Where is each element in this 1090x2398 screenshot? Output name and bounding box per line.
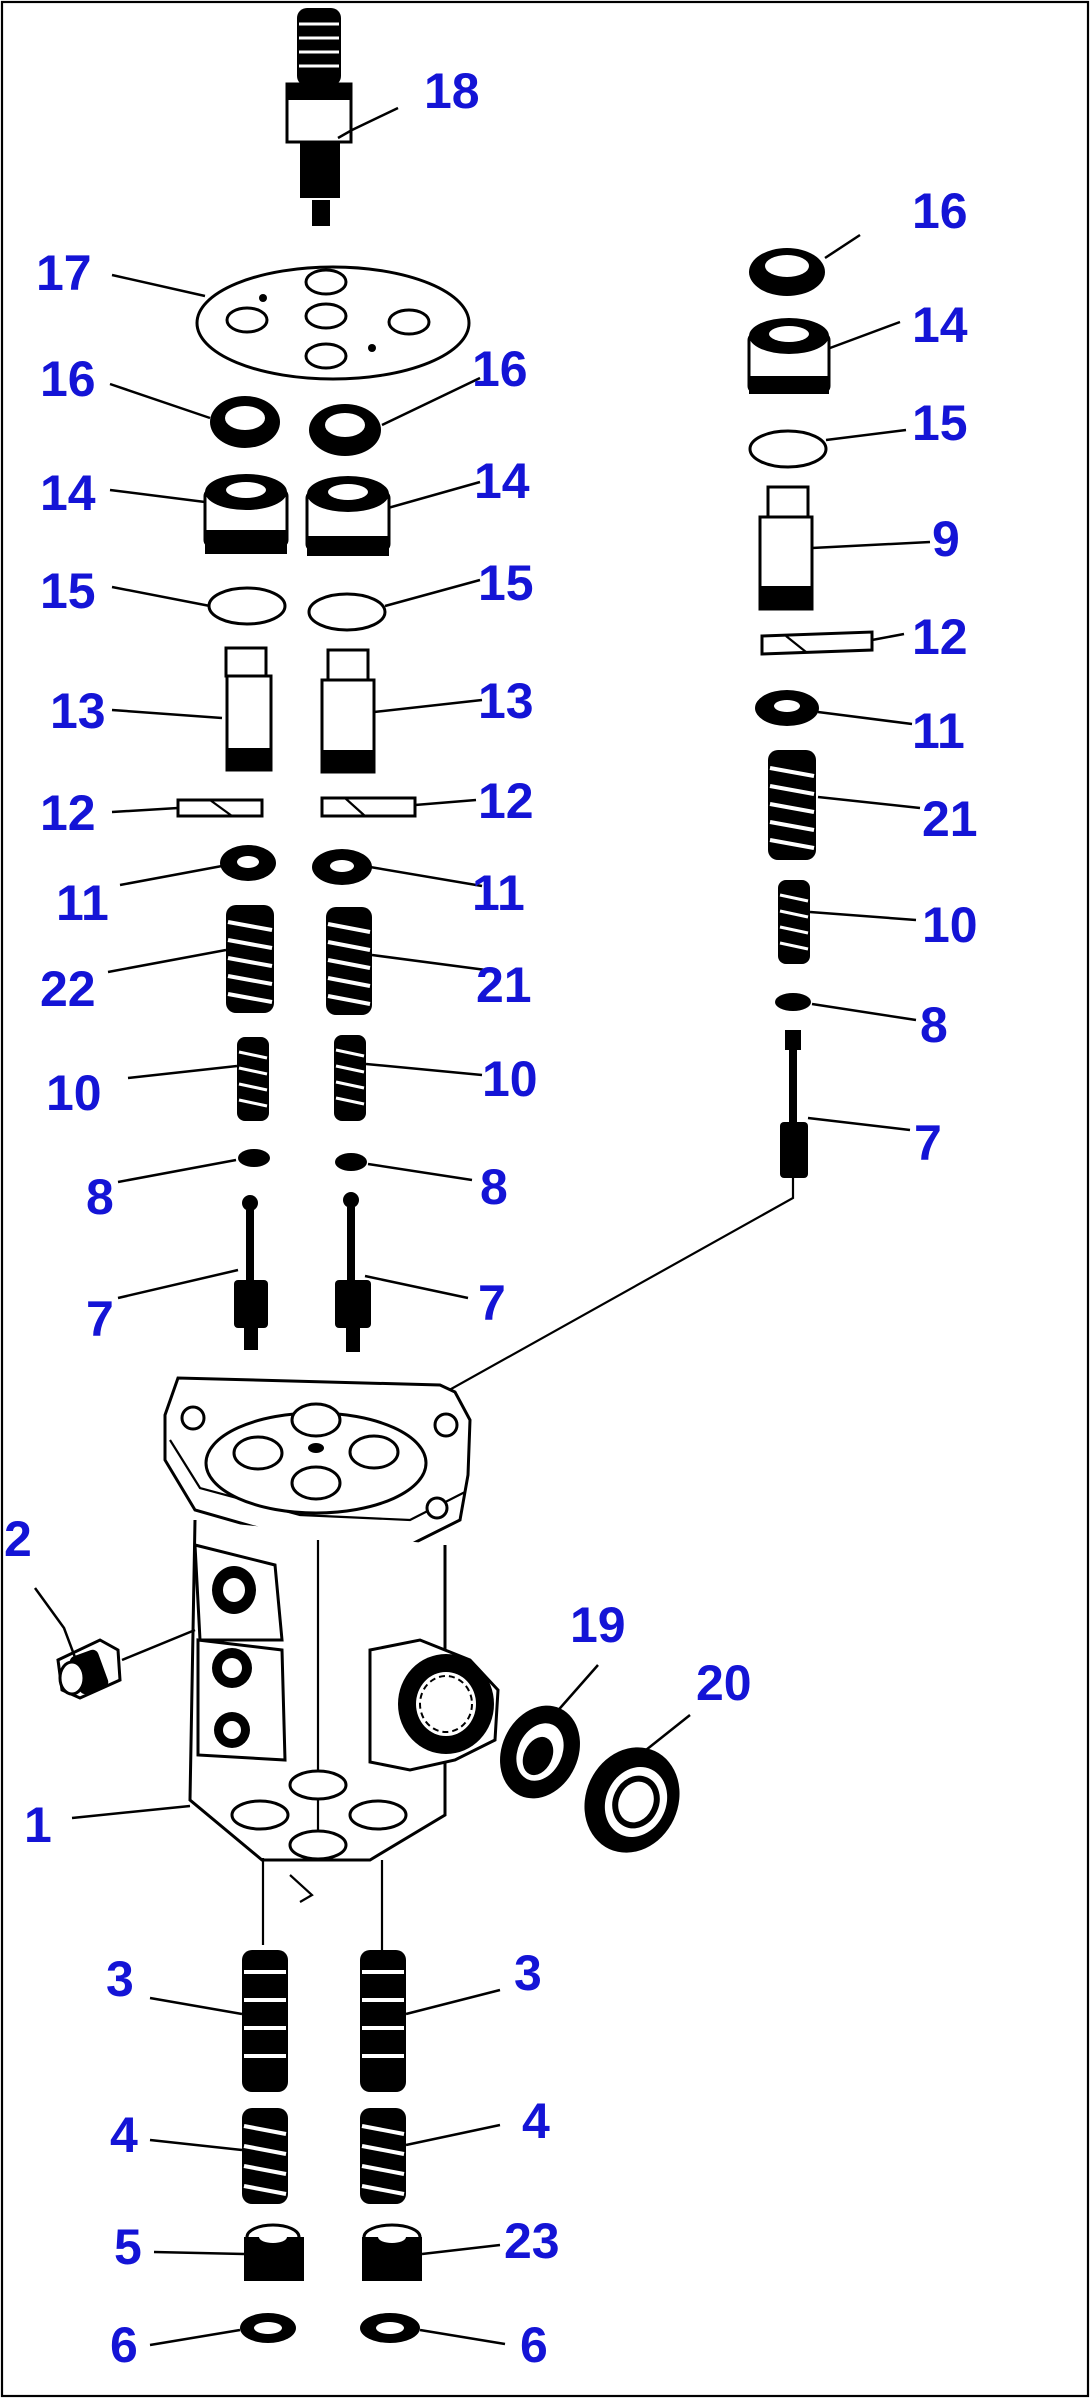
part-16-right — [749, 248, 825, 296]
label-12-left: 12 — [40, 785, 96, 841]
part-13-mid — [320, 648, 376, 774]
label-11-right: 11 — [912, 703, 965, 759]
part-12-left — [176, 798, 264, 818]
part-6-right-washer — [360, 2313, 420, 2343]
label-8-left: 8 — [86, 1169, 114, 1225]
label-8-mid: 8 — [480, 1159, 508, 1215]
part-9-sleeve — [758, 485, 814, 611]
part-8-mid — [335, 1153, 367, 1171]
label-16-mid: 16 — [472, 341, 528, 397]
label-7-mid: 7 — [478, 1275, 506, 1331]
part-7-mid — [335, 1192, 371, 1352]
label-20: 20 — [696, 1655, 752, 1711]
label-21-mid: 21 — [476, 957, 532, 1013]
part-14-mid — [305, 476, 391, 556]
part-19-seal — [500, 1705, 580, 1799]
part-22-spring — [226, 905, 274, 1013]
part-21-right-spring — [768, 750, 816, 860]
part-8-right — [775, 993, 811, 1011]
label-14-right: 14 — [912, 297, 968, 353]
label-15-left: 15 — [40, 563, 96, 619]
part-11-left — [220, 845, 276, 881]
part-13-left — [224, 646, 273, 772]
label-14-left: 14 — [40, 465, 96, 521]
label-11-left: 11 — [56, 875, 109, 931]
label-8-right: 8 — [920, 997, 948, 1053]
part-17-plate — [195, 265, 471, 381]
part-21-mid-spring — [326, 907, 372, 1015]
label-18: 18 — [424, 63, 480, 119]
label-19: 19 — [570, 1597, 626, 1653]
label-23: 23 — [504, 2213, 560, 2269]
part-11-mid — [312, 849, 372, 885]
part-11-right — [755, 690, 819, 726]
label-6-left: 6 — [110, 2317, 138, 2373]
part-12-mid — [320, 796, 417, 818]
part-10-mid — [334, 1035, 366, 1121]
break-mark — [289, 1874, 314, 1903]
label-10-mid: 10 — [482, 1051, 538, 1107]
part-2-plug — [56, 1638, 122, 1700]
label-14-mid: 14 — [474, 453, 530, 509]
label-15-mid: 15 — [478, 555, 534, 611]
part-15-mid — [307, 592, 387, 632]
label-7-right: 7 — [914, 1115, 942, 1171]
part-15-left — [207, 586, 287, 626]
part-3-left-spool — [242, 1950, 288, 2092]
part-7-left — [234, 1195, 268, 1350]
label-9: 9 — [932, 511, 960, 567]
label-13-left: 13 — [50, 683, 106, 739]
label-16-right: 16 — [912, 183, 968, 239]
part-16-mid — [309, 404, 381, 456]
label-6-right: 6 — [520, 2317, 548, 2373]
part-20-plug — [584, 1747, 680, 1853]
part-4-left-spring — [242, 2108, 288, 2204]
label-10-left: 10 — [46, 1065, 102, 1121]
label-2: 2 — [4, 1511, 32, 1567]
part-8-left — [238, 1149, 270, 1167]
label-3-right: 3 — [514, 1945, 542, 2001]
label-21-right: 21 — [922, 791, 978, 847]
part-14-left — [203, 474, 289, 554]
label-5: 5 — [114, 2219, 142, 2275]
part-4-right-spring — [360, 2108, 406, 2204]
label-1: 1 — [24, 1797, 52, 1853]
label-7-left: 7 — [86, 1291, 114, 1347]
part-10-right — [778, 880, 810, 964]
part-7-right — [780, 1030, 808, 1178]
assembly-line-right — [434, 1178, 795, 1399]
part-16-left — [210, 396, 280, 448]
label-12-right: 12 — [912, 609, 968, 665]
part-labels: 18 17 16 16 16 14 14 14 15 15 15 9 13 13… — [4, 63, 978, 2373]
label-3-left: 3 — [106, 1951, 134, 2007]
label-16-left: 16 — [40, 351, 96, 407]
part-15-right — [748, 429, 828, 469]
label-11-mid: 11 — [472, 865, 525, 921]
label-4-left: 4 — [110, 2107, 138, 2163]
part-1-valve-body — [163, 1376, 500, 1862]
part-5-plug — [244, 2223, 304, 2281]
part-18-plug — [285, 8, 353, 226]
part-10-left — [237, 1037, 269, 1121]
label-22: 22 — [40, 961, 96, 1017]
part-6-left-washer — [240, 2313, 296, 2343]
leader-lines — [33, 106, 931, 2347]
label-17: 17 — [36, 245, 92, 301]
label-13-mid: 13 — [478, 673, 534, 729]
label-12-mid: 12 — [478, 773, 534, 829]
label-15-right: 15 — [912, 395, 968, 451]
label-4-right: 4 — [522, 2093, 550, 2149]
part-23-plug — [362, 2223, 422, 2281]
part-3-right-spool — [360, 1950, 406, 2092]
part-14-right — [747, 318, 831, 394]
label-10-right: 10 — [922, 897, 978, 953]
part-12-right — [760, 630, 874, 656]
